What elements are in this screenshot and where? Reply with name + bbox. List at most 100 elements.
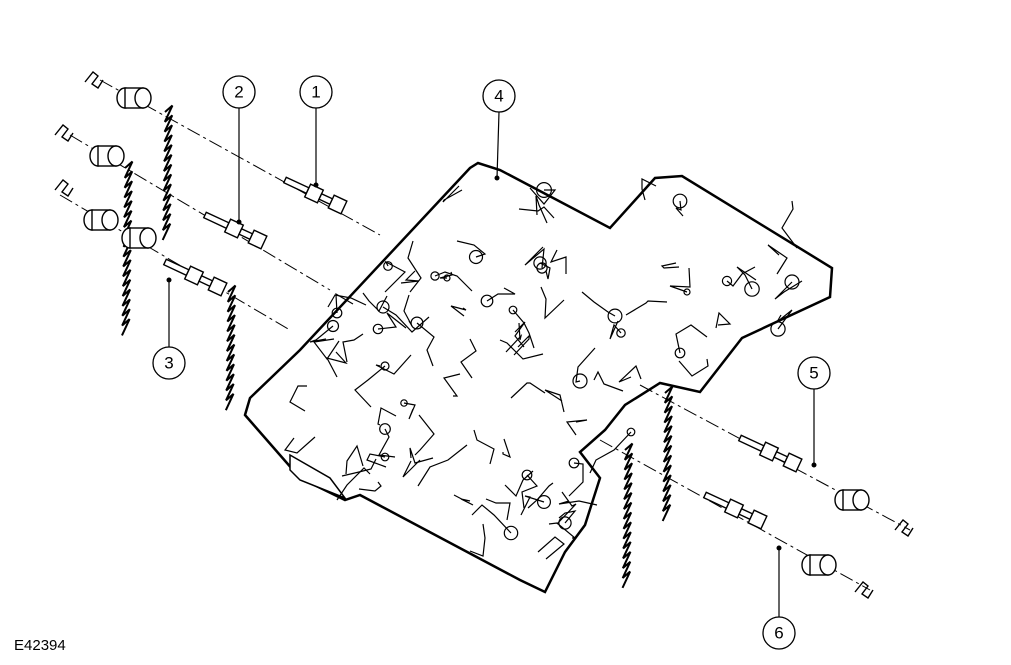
channel — [402, 459, 421, 478]
channel — [345, 444, 364, 475]
end-plug — [801, 554, 837, 576]
channel — [434, 271, 473, 292]
retaining-clip — [54, 179, 74, 197]
end-plug — [116, 87, 152, 109]
channel — [486, 287, 516, 302]
end-plug — [83, 209, 119, 231]
callout-label: 3 — [164, 354, 173, 373]
channel — [776, 309, 793, 330]
port-hole — [480, 294, 494, 308]
channel — [362, 292, 388, 312]
valve-body-plate — [243, 161, 834, 594]
channel — [442, 185, 463, 203]
channel — [513, 334, 530, 356]
channel — [540, 286, 565, 320]
channel — [669, 267, 691, 293]
port-hole — [503, 525, 519, 541]
channel — [581, 291, 616, 317]
spring — [621, 442, 634, 589]
channel — [366, 453, 387, 468]
port-hole — [326, 319, 340, 333]
channel — [407, 240, 422, 293]
channel — [544, 389, 565, 413]
channel — [400, 270, 420, 284]
channel — [453, 494, 474, 506]
channel — [325, 351, 348, 378]
channel — [485, 498, 511, 521]
channel — [382, 306, 430, 333]
port-hole — [784, 274, 800, 290]
port-hole — [672, 193, 688, 209]
channel — [520, 495, 545, 516]
port-hole — [770, 321, 786, 337]
spring — [661, 385, 674, 522]
port-hole — [443, 274, 451, 282]
channel — [625, 300, 668, 316]
retaining-clip — [54, 124, 74, 142]
channel — [715, 311, 732, 329]
valve-spool — [702, 491, 768, 530]
channel — [675, 324, 708, 354]
channel — [471, 504, 512, 534]
port-hole — [616, 328, 626, 338]
channel — [469, 523, 486, 557]
callout-label: 5 — [809, 364, 818, 383]
channel — [505, 322, 523, 353]
end-plug — [121, 227, 157, 249]
spring — [161, 104, 174, 241]
channel — [641, 178, 657, 201]
end-plug — [834, 489, 870, 511]
channel — [527, 482, 554, 509]
callout-label: 2 — [234, 83, 243, 102]
callout-4: 4 — [482, 79, 516, 181]
port-hole — [721, 275, 733, 287]
channel — [502, 438, 511, 459]
channel — [377, 407, 397, 426]
port-hole — [521, 469, 533, 481]
channel — [358, 481, 382, 492]
retaining-clip — [894, 519, 914, 537]
callout-3: 3 — [152, 277, 186, 380]
callout-5: 5 — [797, 356, 831, 468]
channel — [336, 467, 371, 501]
end-plug — [89, 145, 125, 167]
channel — [514, 321, 526, 348]
port-hole — [400, 399, 408, 407]
port-hole — [533, 256, 547, 270]
figure-reference: E42394 — [14, 637, 66, 654]
channel — [378, 428, 396, 458]
channel — [414, 414, 435, 456]
valve-spool — [202, 211, 268, 250]
port-hole — [568, 457, 580, 469]
channel — [609, 320, 622, 340]
channel — [341, 458, 377, 477]
channel — [549, 249, 567, 274]
port-hole — [380, 361, 390, 371]
port-hole — [674, 347, 686, 359]
channel — [736, 266, 757, 290]
port-hole — [508, 305, 518, 315]
valve-spool — [162, 258, 228, 297]
channel — [565, 419, 588, 436]
channel — [529, 187, 557, 205]
channel — [548, 522, 577, 539]
channel — [556, 491, 577, 525]
port-hole — [468, 249, 484, 265]
port-hole — [535, 182, 552, 199]
callout-label: 4 — [494, 87, 503, 106]
retaining-clip — [84, 71, 104, 89]
callout-label: 1 — [311, 83, 320, 102]
channel — [499, 339, 544, 360]
valve-spool — [282, 176, 348, 215]
channel — [660, 262, 680, 269]
channel — [456, 240, 487, 258]
channel — [767, 244, 788, 275]
callout-2: 2 — [222, 75, 256, 225]
port-hole — [376, 300, 390, 314]
channel — [283, 436, 316, 454]
channel — [460, 338, 477, 379]
channel — [289, 385, 307, 412]
channel — [342, 333, 364, 363]
channel — [442, 373, 461, 397]
spring — [224, 284, 237, 411]
